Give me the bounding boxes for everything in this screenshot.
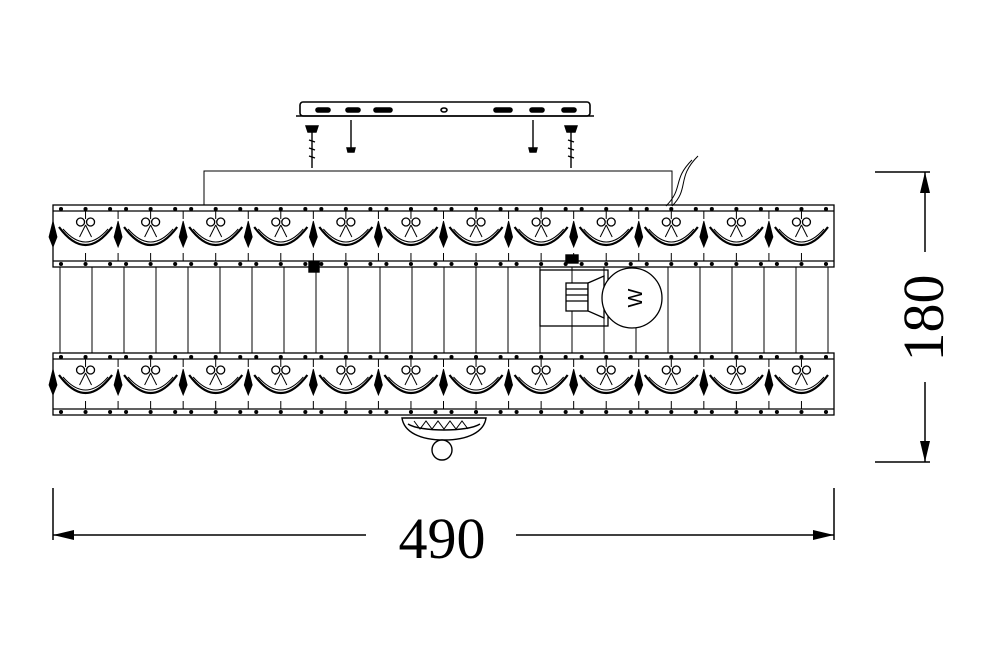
bulb-assembly: W [539, 267, 663, 329]
top-crystal-band [48, 204, 835, 268]
bulb-label: W [625, 288, 647, 307]
light-bulb-icon [601, 267, 663, 329]
mount-screws [305, 120, 578, 168]
width-dimension-label: 490 [399, 506, 486, 571]
ceiling-mount-plate [296, 101, 594, 117]
height-dimension-label: 180 [891, 275, 956, 362]
inner-bracket [308, 254, 579, 273]
bottom-crystal-band [48, 352, 835, 416]
height-dimension [875, 171, 930, 463]
width-dimension [52, 488, 835, 540]
crystal-rods [59, 267, 829, 353]
supply-wire [203, 155, 699, 207]
bottom-finial [401, 417, 487, 461]
